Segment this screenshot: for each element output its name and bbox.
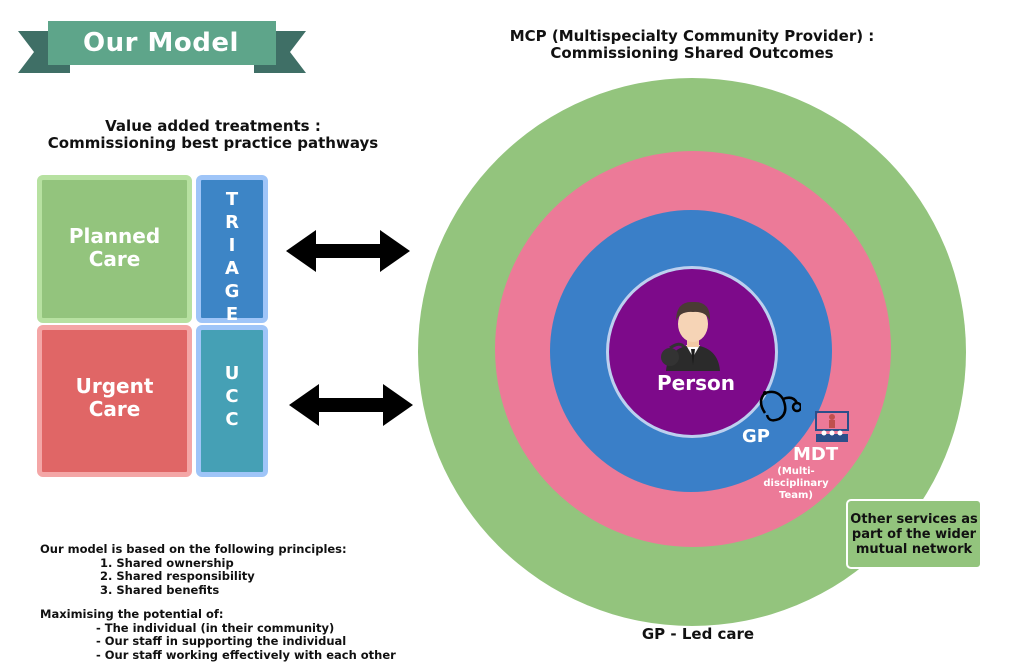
right-heading: MCP (Multispecialty Community Provider) …: [500, 28, 884, 62]
principles-list: Our model is based on the following prin…: [40, 542, 347, 597]
page-title: Our Model: [83, 28, 239, 58]
other-services-label: Other services as part of the wider mutu…: [850, 511, 978, 557]
double-arrow-icon: [289, 384, 413, 426]
principles-intro: Our model is based on the following prin…: [40, 542, 347, 556]
ucc-block: U C C: [196, 325, 268, 477]
list-item: 3. Shared benefits: [100, 582, 220, 597]
urgent-care-line1: Urgent: [75, 374, 154, 398]
ucc-label: U C C: [224, 363, 240, 430]
mdt-label: MDT: [793, 444, 839, 465]
gp-led-care-label: GP - Led care: [641, 625, 755, 643]
left-heading: Value added treatments : Commissioning b…: [47, 117, 379, 152]
urgent-care-line2: Care: [88, 397, 141, 421]
list-item: - Our staff in supporting the individual: [96, 634, 347, 648]
triage-label: T R I A G E: [224, 189, 240, 325]
banner-ribbon-icon: [18, 21, 306, 73]
list-item: 1. Shared ownership: [100, 555, 234, 570]
list-item: 2. Shared responsibility: [100, 569, 255, 583]
urgent-care-block: Urgent Care: [37, 325, 192, 477]
planned-care-label: Planned Care: [42, 225, 187, 271]
person-label: Person: [657, 371, 735, 395]
triage-block: T R I A G E: [196, 175, 268, 325]
team-icon: [815, 411, 849, 442]
person-icon: [661, 301, 720, 371]
list-item: - The individual (in their community): [96, 620, 335, 635]
planned-care-line2: Care: [88, 247, 141, 271]
right-heading-line2: Commissioning Shared Outcomes: [550, 44, 834, 62]
other-services-box: Other services as part of the wider mutu…: [846, 499, 982, 569]
planned-care-line1: Planned: [68, 224, 161, 248]
urgent-care-label: Urgent Care: [42, 375, 187, 421]
potential-intro: Maximising the potential of:: [40, 607, 224, 621]
list-item: - Our staff working effectively with eac…: [96, 647, 396, 662]
mdt-sublabel: (Multi-disciplinary Team): [763, 466, 829, 501]
gp-label: GP: [742, 426, 770, 447]
title-banner: Our Model: [18, 19, 306, 73]
right-heading-line1: MCP (Multispecialty Community Provider) …: [509, 27, 875, 45]
potential-list: Maximising the potential of: - The indiv…: [40, 607, 396, 662]
stethoscope-icon: [759, 390, 801, 422]
planned-care-block: Planned Care: [37, 175, 192, 323]
double-arrow-icon: [286, 230, 410, 272]
